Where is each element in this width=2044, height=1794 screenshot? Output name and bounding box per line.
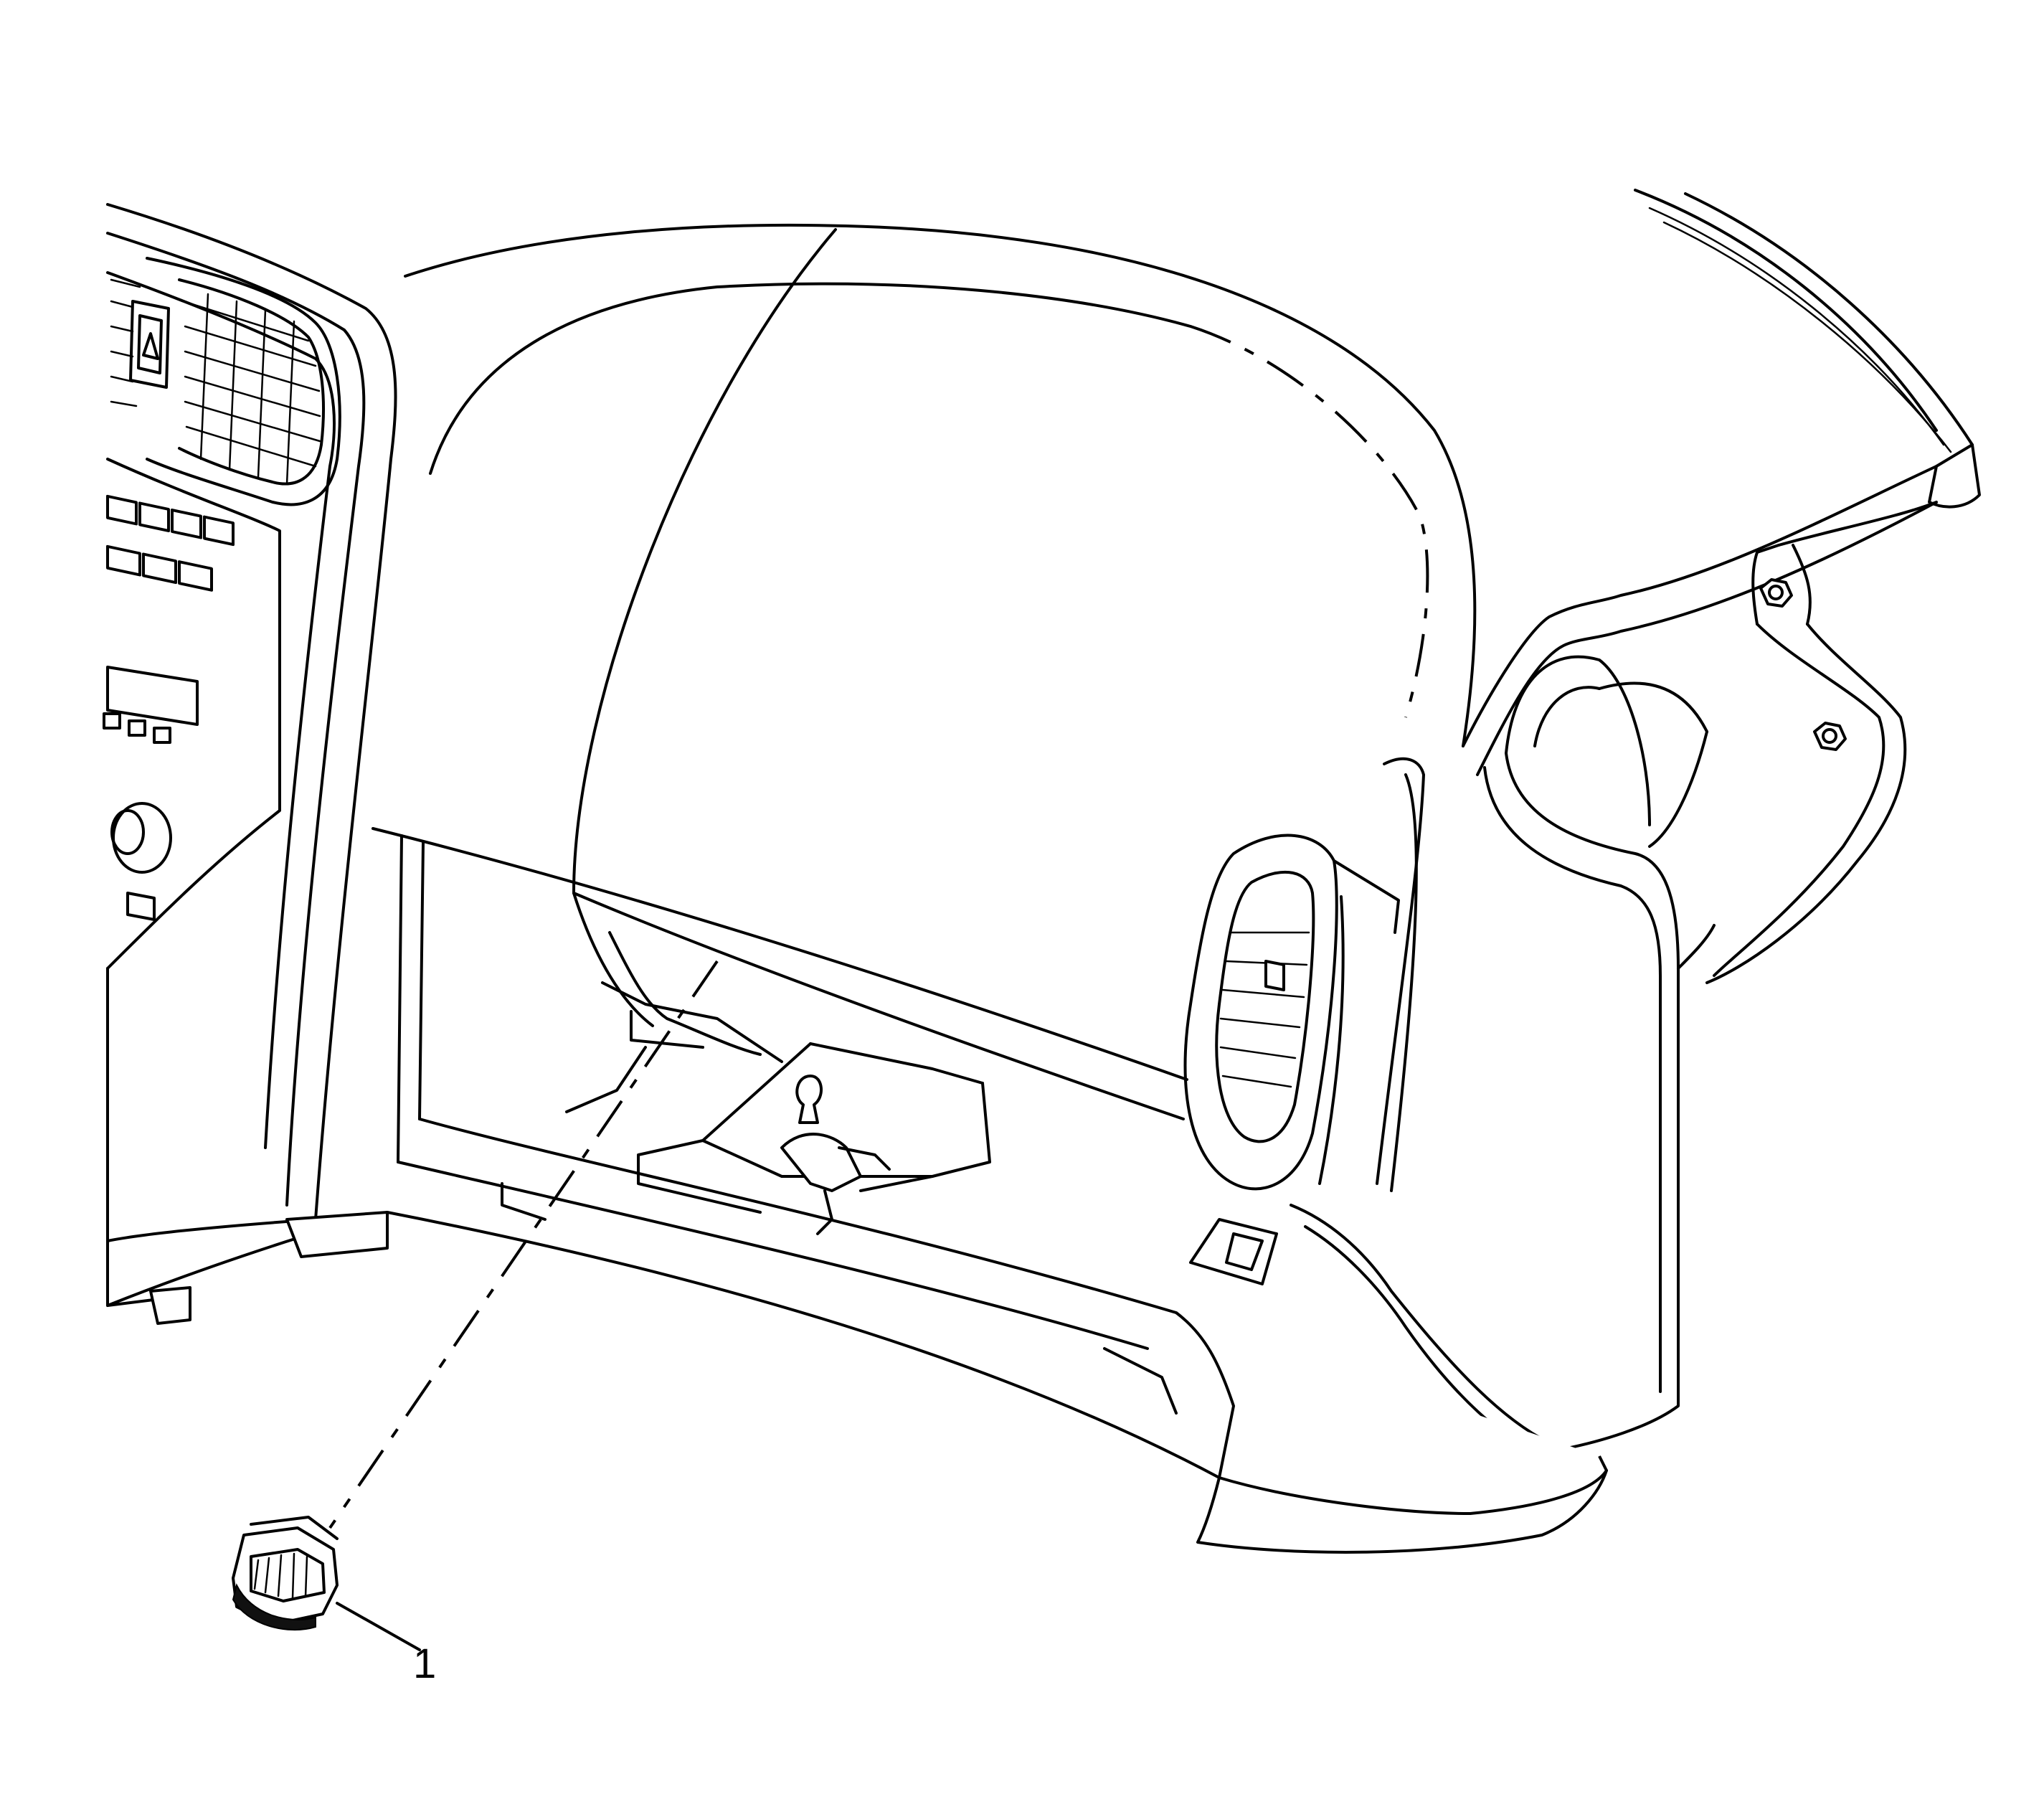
instrument-panel-upper	[372, 223, 1477, 1479]
instrument-panel-right	[1103, 189, 1981, 1554]
leader-line	[328, 960, 719, 1529]
fastener-part	[232, 1516, 339, 1631]
callout-number-1: 1	[413, 1640, 437, 1687]
bolt-upper	[1759, 578, 1793, 608]
callout-leader	[336, 1602, 421, 1651]
bolt-lower	[1813, 722, 1847, 751]
center-stack	[103, 203, 397, 1325]
